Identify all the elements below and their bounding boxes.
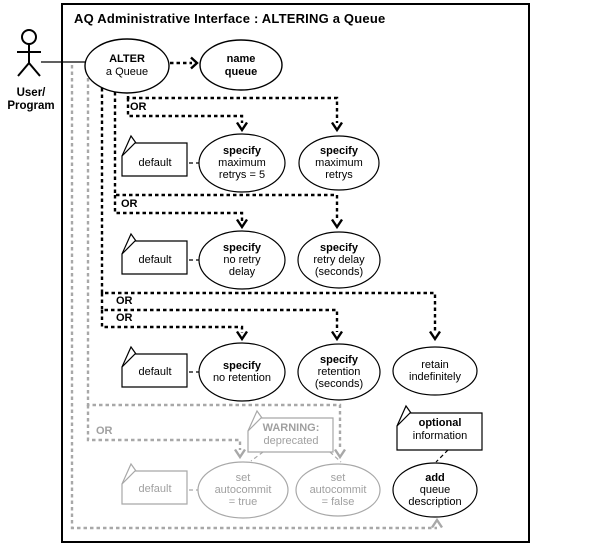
or-label-row2: OR	[121, 198, 138, 210]
usecase-specify-retry-delay	[297, 231, 381, 289]
actor-label: User/ Program	[7, 87, 55, 112]
label-name-queue: name queue	[224, 53, 258, 78]
usecase-specify-max-retrys	[298, 135, 380, 191]
usecase-alter-queue	[84, 38, 170, 94]
usecase-retain-indefinitely	[392, 346, 478, 396]
connector-autocommit-true	[86, 405, 242, 450]
label-specify-max-retrys-default: specify maximum retrys = 5	[218, 145, 266, 181]
diagram-frame	[61, 3, 530, 543]
or-label-row1: OR	[130, 101, 147, 113]
usecase-name-queue	[199, 39, 283, 91]
connector-autocommit-false	[86, 78, 342, 450]
or-label-row3b: OR	[116, 312, 133, 324]
diagram-title: AQ Administrative Interface : ALTERING a…	[74, 11, 386, 26]
note-icon-default-row3	[121, 353, 188, 388]
arrowhead-name-queue	[190, 56, 199, 70]
or-label-row3a: OR	[116, 295, 133, 307]
arrowhead-no-retry-delay	[236, 218, 248, 230]
usecase-specify-max-retrys-default	[198, 133, 286, 193]
usecase-specify-retention	[297, 343, 381, 401]
connector-row3-retain	[100, 88, 437, 332]
usecase-set-autocommit-true	[197, 461, 289, 519]
label-set-autocommit-false: set autocommit = false	[309, 472, 367, 508]
connector-add-description	[70, 65, 437, 530]
connector-row2-left	[113, 195, 244, 221]
label-set-autocommit-true: set autocommit = true	[214, 472, 272, 508]
label-specify-retry-delay: specify retry delay (seconds)	[313, 242, 365, 278]
arrowhead-no-retention	[236, 330, 248, 342]
usecase-add-queue-description	[392, 462, 478, 518]
usecase-set-autocommit-false	[295, 463, 381, 517]
label-retain-indefinitely: retain indefinitely	[409, 359, 461, 383]
note-icon-optional-information	[396, 412, 483, 451]
connector-row1-right	[126, 96, 339, 123]
connector-row1-left	[126, 98, 244, 123]
note-icon-default-row2	[121, 240, 188, 275]
arrowhead-retry-delay	[331, 218, 343, 230]
label-alter-queue: ALTER a Queue	[105, 53, 149, 78]
note-text-default-row1: default	[138, 157, 172, 169]
arrowhead-max-retrys-default	[236, 121, 248, 133]
note-text-default-row3: default	[138, 366, 172, 378]
arrowhead-autocommit-false	[334, 448, 346, 460]
label-add-queue-description: add queue description	[408, 472, 462, 508]
or-label-row4: OR	[96, 425, 113, 437]
note-link-warning-false	[329, 451, 342, 463]
note-text-optional: optional information	[412, 417, 468, 442]
label-specify-retention: specify retention (seconds)	[314, 354, 364, 390]
arrowhead-retain-indefinitely	[429, 330, 441, 342]
label-specify-max-retrys: specify maximum retrys	[315, 145, 363, 181]
note-text-default-row4: default	[138, 483, 172, 495]
arrowhead-max-retrys	[331, 121, 343, 133]
usecase-specify-no-retention	[198, 342, 286, 402]
arrowhead-retention	[331, 330, 343, 342]
note-icon-warning-deprecated	[247, 417, 334, 453]
note-text-warning: WARNING: deprecated	[262, 422, 320, 447]
connector-row3-left	[100, 310, 244, 333]
note-icon-default-row4	[121, 470, 188, 505]
note-link-warning-true	[250, 451, 264, 462]
note-icon-default-row1	[121, 142, 188, 177]
label-specify-no-retry-delay: specify no retry delay	[223, 242, 261, 278]
note-link-optional	[435, 449, 449, 463]
usecase-specify-no-retry-delay	[198, 230, 286, 290]
arrowhead-autocommit-true	[234, 448, 246, 460]
arrowhead-add-description	[431, 517, 443, 529]
note-text-default-row2: default	[138, 254, 172, 266]
connector-row3-right	[100, 293, 339, 332]
user-actor-icon	[17, 29, 41, 77]
label-specify-no-retention: specify no retention	[212, 360, 272, 384]
